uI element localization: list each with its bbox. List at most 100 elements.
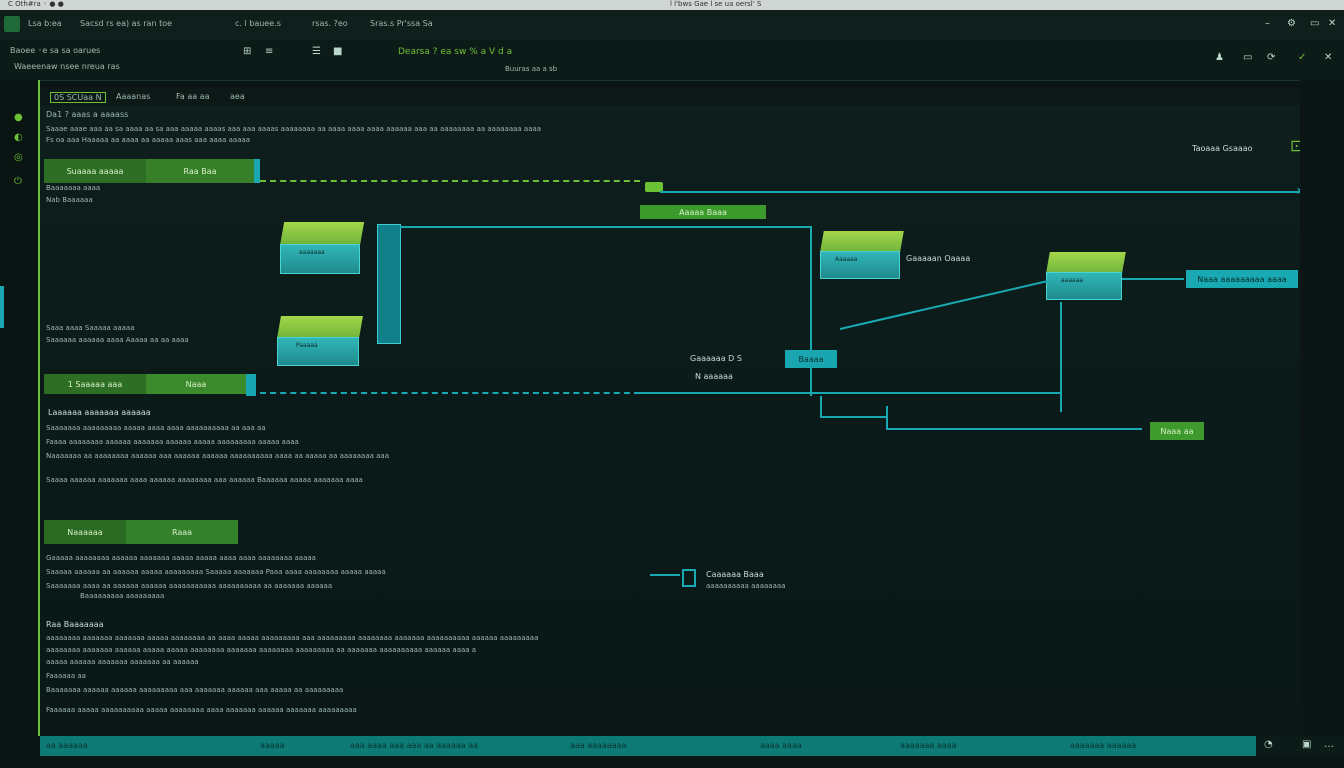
- breadcrumb-item-2[interactable]: Aaaanas: [116, 92, 151, 101]
- right-output-box[interactable]: Naaa aaaaaaaaa aaaa: [1186, 270, 1298, 288]
- toolbar-text-2: Waeeenaw nsee nreua ras: [14, 62, 120, 71]
- section2-label-left[interactable]: Naaaaaa: [44, 520, 126, 544]
- app-logo-icon: [4, 16, 20, 32]
- section2-label-right-text: Raaa: [171, 527, 193, 537]
- list-line-3: Naaaaaaa aa aaaaaaaa aaaaaa aaa aaaaaa a…: [46, 452, 390, 460]
- row1-long-line: [660, 191, 1300, 193]
- status-item-3[interactable]: aaa aaaa aaa aaa aa aaaaaa aa: [350, 741, 479, 750]
- section2-line-1: Gaaaaa aaaaaaaa aaaaaa aaaaaaa aaaaa aaa…: [46, 554, 316, 562]
- row1-label-right[interactable]: Raa Baa: [146, 159, 254, 183]
- cube-3-label: Aaaaaa: [835, 256, 858, 264]
- toolbar: Baoee ◦e sa sa oarues Waeeenaw nsee nreu…: [0, 40, 1344, 81]
- close-icon[interactable]: ✕: [1328, 18, 1337, 29]
- row2-connector: [246, 374, 256, 396]
- tab-3[interactable]: c. l bauee.s: [235, 19, 281, 28]
- cube-3[interactable]: Aaaaaa: [820, 231, 904, 279]
- cube-4[interactable]: aaaaaa: [1046, 252, 1126, 300]
- section2-label-left-text: Naaaaaa: [67, 527, 103, 537]
- row2-label-left[interactable]: 1 Saaaaa aaa: [44, 374, 146, 394]
- stop-icon[interactable]: ■: [333, 46, 343, 57]
- right-rail: [1300, 80, 1344, 736]
- green-small-box[interactable]: Naaa aa: [1150, 422, 1204, 440]
- section2-label-right[interactable]: Raaa: [126, 520, 238, 544]
- more-icon[interactable]: …: [1324, 739, 1334, 750]
- section2-line-3: Saaaaaaa aaaa aa aaaaaa aaaaaa aaaaaaaaa…: [46, 582, 333, 590]
- row2-label-right[interactable]: Naaa: [146, 374, 246, 394]
- row2-branch: [820, 416, 886, 418]
- list-line-4: Saaaa aaaaaa aaaaaaa aaaa aaaaaa aaaaaaa…: [46, 476, 363, 484]
- close-panel-icon[interactable]: ✕: [1324, 52, 1333, 63]
- title-bar: C Oth#ra ◦ ● ● l l'bws Gae l se ua oersl…: [0, 0, 1344, 10]
- settings-icon[interactable]: ⚙: [1287, 18, 1296, 29]
- section3-line-6: Faaaaaa aaaaa aaaaaaaaaa aaaaa aaaaaaaa …: [46, 706, 357, 714]
- title-left: C Oth#ra ◦ ● ●: [8, 0, 64, 8]
- canvas-header-1: Da1 ? aaas a aaaass: [46, 110, 129, 119]
- menu-icon[interactable]: ☰: [312, 46, 321, 57]
- section3-line-3: aaaaa aaaaaa aaaaaaa aaaaaaa aa aaaaaa: [46, 658, 199, 666]
- monitor-icon[interactable]: ▭: [1243, 52, 1253, 63]
- sync-icon[interactable]: ⟳: [1267, 52, 1276, 63]
- cube-1[interactable]: aaaaaaa: [280, 222, 365, 274]
- list-title: Laaaaaa aaaaaaa aaaaaa: [48, 408, 151, 417]
- row2-dashed-line: [260, 392, 640, 396]
- cube-1-label: aaaaaaa: [299, 248, 325, 256]
- mid-block-2: Saaaaaa aaaaaa aaaa Aaaaa aa aa aaaa: [46, 336, 189, 344]
- nav-target-icon[interactable]: ◎: [14, 152, 23, 163]
- nav-refresh-icon[interactable]: ◐: [14, 132, 23, 143]
- status-item-1[interactable]: aa aaaaaa: [46, 741, 88, 750]
- pillar-line: [400, 226, 640, 228]
- row1-label-left[interactable]: Suaaaa aaaaa: [44, 159, 146, 183]
- cube-2[interactable]: Paaaaa: [277, 316, 363, 366]
- vertical-pillar[interactable]: [377, 224, 401, 344]
- layers-icon[interactable]: ≡: [265, 46, 274, 57]
- canvas-header-3: Fs oa aaa Haaaaa aa aaaa aa aaaaa aaas a…: [46, 136, 251, 144]
- mid-text-1: Gaaaaaa D S: [690, 354, 742, 363]
- right-title: Taoaaa Gsaaao: [1192, 144, 1253, 153]
- breadcrumb-item-4[interactable]: aea: [230, 92, 245, 101]
- cube-2-label: Paaaaa: [296, 342, 318, 349]
- cube4-out-line: [1122, 278, 1184, 280]
- pillar-line-3: [810, 226, 812, 396]
- node-right-label[interactable]: Aaaaa Baaa: [640, 205, 766, 219]
- row1-dashed-line: [260, 180, 640, 184]
- row1-sub-2: Nab Baaaaaa: [46, 196, 93, 204]
- maximize-icon[interactable]: ▭: [1310, 18, 1320, 29]
- status-item-4[interactable]: aaa aaaaaaaa: [570, 741, 627, 750]
- tab-4[interactable]: rsas. ?eo: [312, 19, 348, 28]
- teal-box[interactable]: Baaaa: [785, 350, 837, 368]
- check-icon[interactable]: ✓: [1298, 52, 1307, 63]
- nav-power-icon[interactable]: ⏻: [14, 176, 22, 187]
- row1-node-small[interactable]: [645, 182, 663, 192]
- tab-2[interactable]: Sacsd rs ea) as ran toe: [80, 19, 173, 28]
- section3-line-1: aaaaaaaa aaaaaaa aaaaaaa aaaaa aaaaaaaa …: [46, 634, 539, 642]
- row2-drop: [820, 396, 822, 416]
- green-small-label: Naaa aa: [1160, 426, 1194, 436]
- diagram-canvas[interactable]: Da1 ? aaas a aaaass Saaae aaae aaa aa sa…: [40, 106, 1304, 736]
- status-item-7[interactable]: aaaaaaa aaaaaa: [1070, 741, 1137, 750]
- mid-block-1: Saaa aaaa Saaaaa aaaaa: [46, 324, 135, 332]
- breadcrumb: 0S SCUaa N Aaaanas Fa aa aa aea ⤢: [40, 88, 1308, 107]
- diag-line: [839, 279, 1051, 330]
- mid-text-2: N aaaaaa: [695, 372, 733, 381]
- bell-icon[interactable]: ◔: [1264, 739, 1273, 750]
- window-title: l l'bws Gae l se ua oersl' S: [670, 0, 762, 8]
- row2-branch-2: [886, 406, 888, 430]
- status-item-6[interactable]: aaaaaaa aaaa: [900, 741, 957, 750]
- tab-5[interactable]: Sras.s Pr'ssa Sa: [370, 19, 433, 28]
- breadcrumb-item-3[interactable]: Fa aa aa: [176, 92, 210, 101]
- pillar-line-2: [640, 226, 812, 228]
- minimize-icon[interactable]: –: [1265, 18, 1270, 29]
- section2-doc-icon[interactable]: [682, 569, 696, 587]
- cube-3-side-label: Gaaaaan Oaaaa: [906, 254, 971, 263]
- status-bar: aa aaaaaa aaaaa aaa aaaa aaa aaa aa aaaa…: [40, 736, 1256, 756]
- status-item-2[interactable]: aaaaa: [260, 741, 285, 750]
- grid-icon[interactable]: ⊞: [243, 46, 252, 57]
- row1-sub-1: Baaaaaaa aaaa: [46, 184, 101, 192]
- notification-icon[interactable]: ▣: [1302, 739, 1312, 750]
- tab-1[interactable]: Lsa b:ea: [28, 19, 62, 28]
- nav-home-icon[interactable]: ●: [14, 112, 23, 123]
- user-icon[interactable]: ♟: [1215, 52, 1224, 63]
- breadcrumb-item-1[interactable]: 0S SCUaa N: [50, 92, 106, 103]
- status-item-5[interactable]: aaaa aaaa: [760, 741, 802, 750]
- left-rail: ● ◐ ◎ ⏻: [0, 80, 40, 736]
